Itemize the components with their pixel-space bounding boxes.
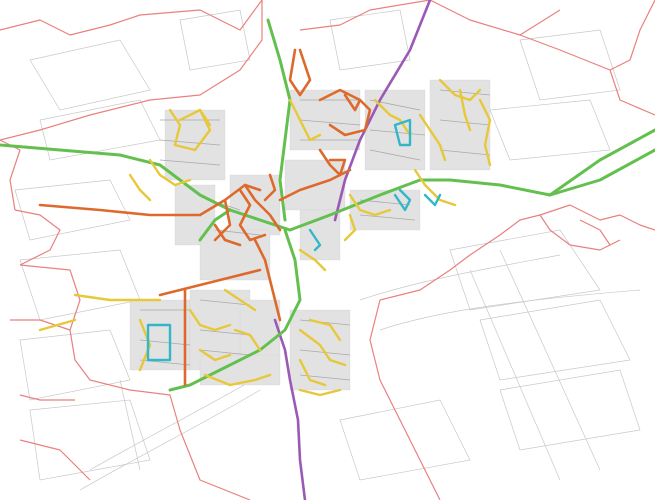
green-segment-3[interactable] [266, 18, 292, 222]
yellow-segment-7[interactable] [418, 113, 447, 162]
green-segment-1[interactable] [0, 143, 292, 232]
parish-boundary-13 [379, 204, 655, 301]
yellow-segment-16[interactable] [188, 308, 232, 332]
yellow-tertiary-routes[interactable] [38, 78, 492, 397]
yellow-segment-21[interactable] [308, 318, 342, 342]
purple-segment-2[interactable] [273, 318, 307, 500]
parish-boundary-4 [299, 0, 431, 31]
parish-boundary-16 [579, 219, 611, 246]
yellow-segment-6[interactable] [373, 98, 412, 137]
green-segment-5[interactable] [548, 128, 655, 197]
parish-boundary-11 [19, 394, 75, 401]
green-segment-4[interactable] [168, 228, 302, 392]
orange-secondary-routes[interactable] [38, 48, 372, 387]
parish-boundary-9 [19, 264, 251, 500]
orange-segment-15[interactable] [263, 173, 277, 202]
yellow-segment-1[interactable] [168, 108, 212, 152]
parish-boundary-10 [10, 319, 71, 331]
orange-segment-13[interactable] [238, 188, 267, 242]
cyan-segment-2[interactable] [308, 228, 322, 252]
yellow-segment-9[interactable] [458, 88, 472, 132]
orange-segment-11[interactable] [318, 88, 372, 137]
yellow-segment-20[interactable] [298, 358, 327, 387]
parish-boundary-12 [19, 439, 91, 481]
parish-boundary-14 [369, 299, 441, 500]
parish-boundary-3 [0, 139, 21, 211]
orange-segment-5[interactable] [253, 238, 282, 322]
green-segment-2[interactable] [288, 148, 655, 232]
yellow-segment-12[interactable] [343, 213, 357, 242]
cyan-segment-5[interactable] [146, 323, 172, 362]
yellow-segment-2[interactable] [148, 158, 192, 187]
orange-segment-4[interactable] [243, 183, 282, 232]
yellow-segment-14[interactable] [38, 318, 77, 332]
parish-boundary-7 [519, 9, 561, 36]
orange-segment-12[interactable] [343, 93, 362, 112]
yellow-segment-26[interactable] [413, 168, 457, 207]
yellow-segment-5[interactable] [288, 98, 322, 142]
orange-segment-14[interactable] [213, 223, 242, 247]
purple-route[interactable] [273, 0, 432, 500]
yellow-segment-17[interactable] [198, 348, 232, 362]
field-boundaries [14, 9, 641, 491]
orange-segment-1[interactable] [38, 203, 202, 217]
yellow-segment-10[interactable] [478, 98, 492, 167]
yellow-segment-18[interactable] [203, 373, 272, 387]
yellow-segment-15[interactable] [138, 318, 152, 372]
cyan-segment-1[interactable] [393, 118, 412, 147]
purple-segment-1[interactable] [333, 0, 432, 222]
cyan-segment-3[interactable] [393, 188, 412, 212]
yellow-segment-23[interactable] [223, 288, 257, 312]
parish-boundary-8 [14, 209, 61, 266]
parish-boundary-6 [609, 69, 655, 116]
orange-segment-3[interactable] [213, 198, 232, 242]
green-primary-routes[interactable] [0, 18, 655, 392]
parish-boundary-15 [539, 214, 621, 251]
green-segment-6[interactable] [198, 208, 232, 242]
minor-streets [139, 89, 491, 381]
orange-segment-10[interactable] [288, 48, 312, 97]
yellow-segment-4[interactable] [178, 108, 212, 127]
yellow-segment-25[interactable] [298, 248, 327, 272]
yellow-segment-22[interactable] [298, 388, 342, 397]
orange-segment-2[interactable] [198, 183, 262, 217]
orange-segment-9[interactable] [318, 148, 347, 177]
cyan-special-routes[interactable] [146, 118, 442, 362]
parish-boundary-1 [0, 0, 263, 36]
yellow-segment-19[interactable] [298, 328, 347, 367]
parish-boundary-5 [429, 0, 655, 71]
cyan-segment-4[interactable] [423, 193, 442, 207]
yellow-segment-24[interactable] [233, 328, 262, 352]
parish-boundary-2 [0, 0, 263, 141]
yellow-segment-11[interactable] [348, 193, 392, 217]
orange-segment-6[interactable] [158, 268, 262, 297]
yellow-segment-13[interactable] [73, 293, 162, 302]
yellow-segment-3[interactable] [128, 173, 152, 202]
